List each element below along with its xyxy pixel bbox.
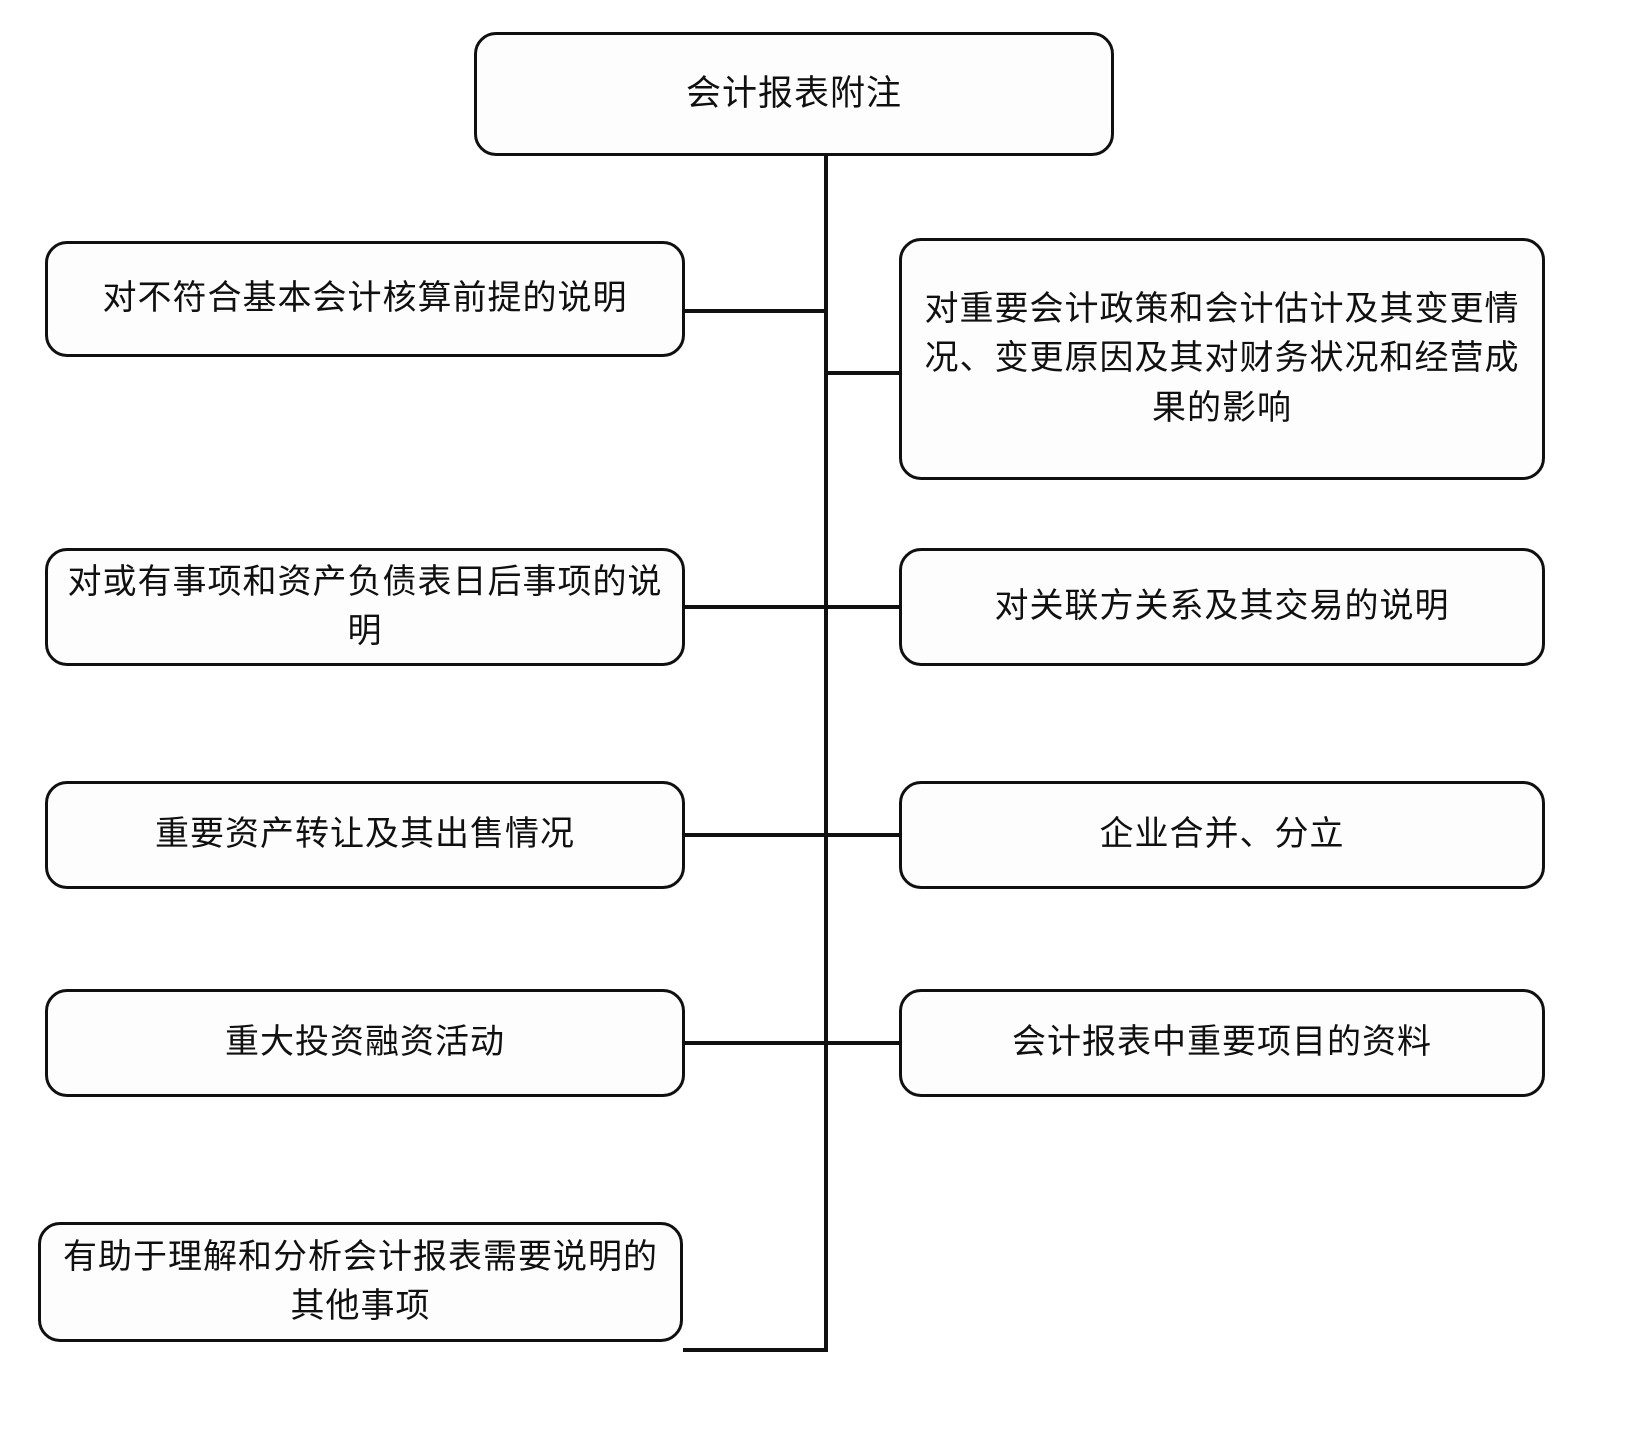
- node-right-4[interactable]: 会计报表中重要项目的资料: [899, 989, 1545, 1097]
- connector-left-4: [685, 1041, 826, 1045]
- connector-right-2: [824, 605, 901, 609]
- node-right-4-label: 会计报表中重要项目的资料: [1012, 1022, 1432, 1063]
- node-right-2-label: 对关联方关系及其交易的说明: [994, 586, 1450, 627]
- node-left-5-label: 有助于理解和分析会计报表需要说明的其他事项: [63, 1236, 658, 1326]
- connector-left-5: [683, 1348, 826, 1352]
- connector-left-1: [685, 309, 826, 313]
- node-left-4-label: 重大投资融资活动: [225, 1022, 505, 1063]
- node-root-label: 会计报表附注: [685, 73, 902, 114]
- connector-right-1: [824, 371, 901, 375]
- node-left-1-label: 对不符合基本会计核算前提的说明: [102, 278, 628, 319]
- connector-right-3: [824, 833, 901, 837]
- node-left-5[interactable]: 有助于理解和分析会计报表需要说明的其他事项: [38, 1222, 683, 1342]
- node-left-1[interactable]: 对不符合基本会计核算前提的说明: [45, 241, 685, 357]
- node-right-3-label: 企业合并、分立: [1099, 814, 1345, 855]
- node-right-1[interactable]: 对重要会计政策和会计估计及其变更情况、变更原因及其对财务状况和经营成果的影响: [899, 238, 1545, 480]
- node-left-2[interactable]: 对或有事项和资产负债表日后事项的说明: [45, 548, 685, 666]
- node-left-2-label: 对或有事项和资产负债表日后事项的说明: [67, 561, 663, 651]
- node-right-3[interactable]: 企业合并、分立: [899, 781, 1545, 889]
- connector-right-4: [824, 1041, 901, 1045]
- connector-left-2: [685, 605, 826, 609]
- node-root[interactable]: 会计报表附注: [474, 32, 1114, 156]
- node-left-3[interactable]: 重要资产转让及其出售情况: [45, 781, 685, 889]
- connector-left-3: [685, 833, 826, 837]
- node-right-2[interactable]: 对关联方关系及其交易的说明: [899, 548, 1545, 666]
- node-right-1-label: 对重要会计政策和会计估计及其变更情况、变更原因及其对财务状况和经营成果的影响: [924, 289, 1520, 428]
- spine-main: [824, 154, 828, 1352]
- node-left-4[interactable]: 重大投资融资活动: [45, 989, 685, 1097]
- node-left-3-label: 重要资产转让及其出售情况: [155, 814, 575, 855]
